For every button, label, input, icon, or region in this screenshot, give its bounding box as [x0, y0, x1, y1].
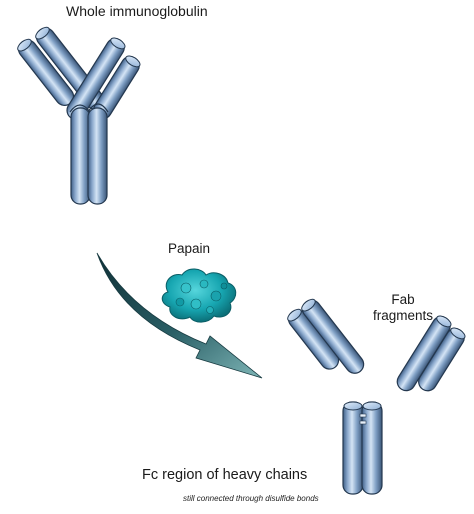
whole-immunoglobulin-label: Whole immunoglobulin: [66, 3, 208, 19]
stem-chain-left: [70, 107, 91, 205]
disulfide-bond: [359, 420, 367, 425]
fc-region: [342, 401, 383, 495]
papain-blob-icon: [161, 268, 237, 323]
fab-label-line1: Fab: [391, 292, 415, 307]
stem-chain-right: [87, 107, 108, 205]
fab-label-line2: fragments: [372, 307, 434, 323]
heavy-chain-right-arm: [66, 37, 126, 120]
fab-fragment-right: [418, 327, 466, 392]
fc-region-label: Fc region of heavy chains: [142, 467, 308, 483]
fab-fragment-left-heavy: [301, 298, 365, 374]
papain-label: Papain: [168, 241, 211, 256]
curved-arrow-icon: [96, 252, 263, 379]
disulfide-bond: [359, 413, 367, 418]
fc-region-sublabel: still connected through disulfide bonds: [183, 494, 319, 503]
fab-fragments-label: Fab fragments: [360, 292, 446, 323]
whole-immunoglobulin: [17, 26, 141, 205]
